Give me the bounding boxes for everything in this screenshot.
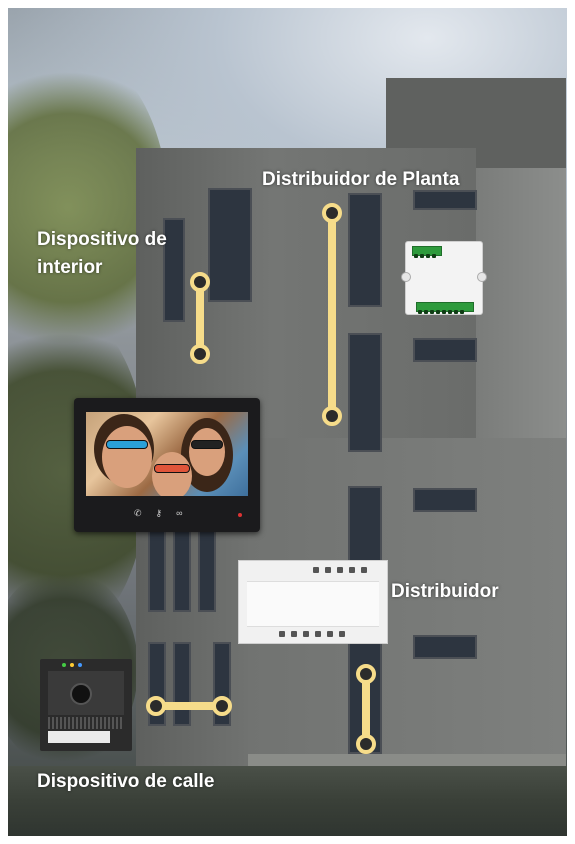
connector-endpoint xyxy=(146,696,166,716)
label-indoor-device-line1: Dispositivo de xyxy=(37,229,167,250)
connector-endpoint xyxy=(356,734,376,754)
terminal xyxy=(337,567,343,573)
screen-person xyxy=(152,452,192,496)
connector-street xyxy=(154,702,222,710)
status-led xyxy=(62,663,66,667)
connector-floor-riser xyxy=(328,211,336,419)
building-ledge xyxy=(248,754,566,768)
window xyxy=(413,635,477,659)
screen-person xyxy=(189,428,225,476)
sunglasses xyxy=(106,440,148,449)
terminal xyxy=(313,567,319,573)
label-street-device: Dispositivo de calle xyxy=(37,771,215,792)
terminal xyxy=(339,631,345,637)
device-front-band xyxy=(247,581,379,627)
handset-icon: ✆ xyxy=(134,508,156,518)
window xyxy=(413,190,477,210)
terminal xyxy=(349,567,355,573)
window xyxy=(348,193,382,307)
key-icon: ⚷ xyxy=(155,508,177,518)
status-led xyxy=(70,663,74,667)
terminal xyxy=(279,631,285,637)
terminal xyxy=(361,567,367,573)
terminal-block xyxy=(412,246,442,258)
monitor-screen xyxy=(86,412,248,496)
speaker-grille xyxy=(48,717,124,729)
sunglasses xyxy=(191,440,223,449)
mounting-ear xyxy=(401,272,411,282)
window xyxy=(148,528,166,612)
terminal-block xyxy=(416,302,474,314)
label-indoor-device: Dispositivo de interior xyxy=(37,228,167,279)
link-icon: ∞ xyxy=(176,508,197,518)
street-door-station-device xyxy=(40,659,132,751)
distributor-device xyxy=(238,560,388,644)
connector-endpoint xyxy=(190,272,210,292)
screen-person xyxy=(102,426,152,488)
floor-distributor-device xyxy=(401,241,487,315)
connector-endpoint xyxy=(356,664,376,684)
window xyxy=(173,642,191,726)
connector-indoor xyxy=(196,280,204,354)
window xyxy=(413,338,477,362)
window xyxy=(173,528,191,612)
status-led xyxy=(238,513,242,517)
connector-endpoint xyxy=(212,696,232,716)
window xyxy=(348,333,382,452)
status-led xyxy=(78,663,82,667)
label-indoor-device-line2: interior xyxy=(37,257,103,278)
sunglasses xyxy=(154,464,190,473)
camera-lens xyxy=(70,683,92,705)
connector-endpoint xyxy=(322,203,342,223)
terminal xyxy=(291,631,297,637)
indoor-monitor-device: ✆⚷∞ xyxy=(74,398,260,532)
terminal xyxy=(303,631,309,637)
window xyxy=(413,488,477,512)
name-plate xyxy=(48,731,110,743)
label-distributor: Distribuidor xyxy=(391,581,499,602)
terminal xyxy=(325,567,331,573)
monitor-buttons: ✆⚷∞ xyxy=(134,508,197,519)
terminal xyxy=(327,631,333,637)
label-floor-distributor: Distribuidor de Planta xyxy=(262,169,460,190)
mounting-ear xyxy=(477,272,487,282)
window xyxy=(208,188,252,302)
canal-water xyxy=(8,766,567,836)
terminal xyxy=(315,631,321,637)
window xyxy=(198,528,216,612)
connector-endpoint xyxy=(322,406,342,426)
window xyxy=(163,218,185,322)
scene-photo: ✆⚷∞ Distribu xyxy=(8,8,567,836)
connector-distributor xyxy=(362,672,370,744)
connector-endpoint xyxy=(190,344,210,364)
